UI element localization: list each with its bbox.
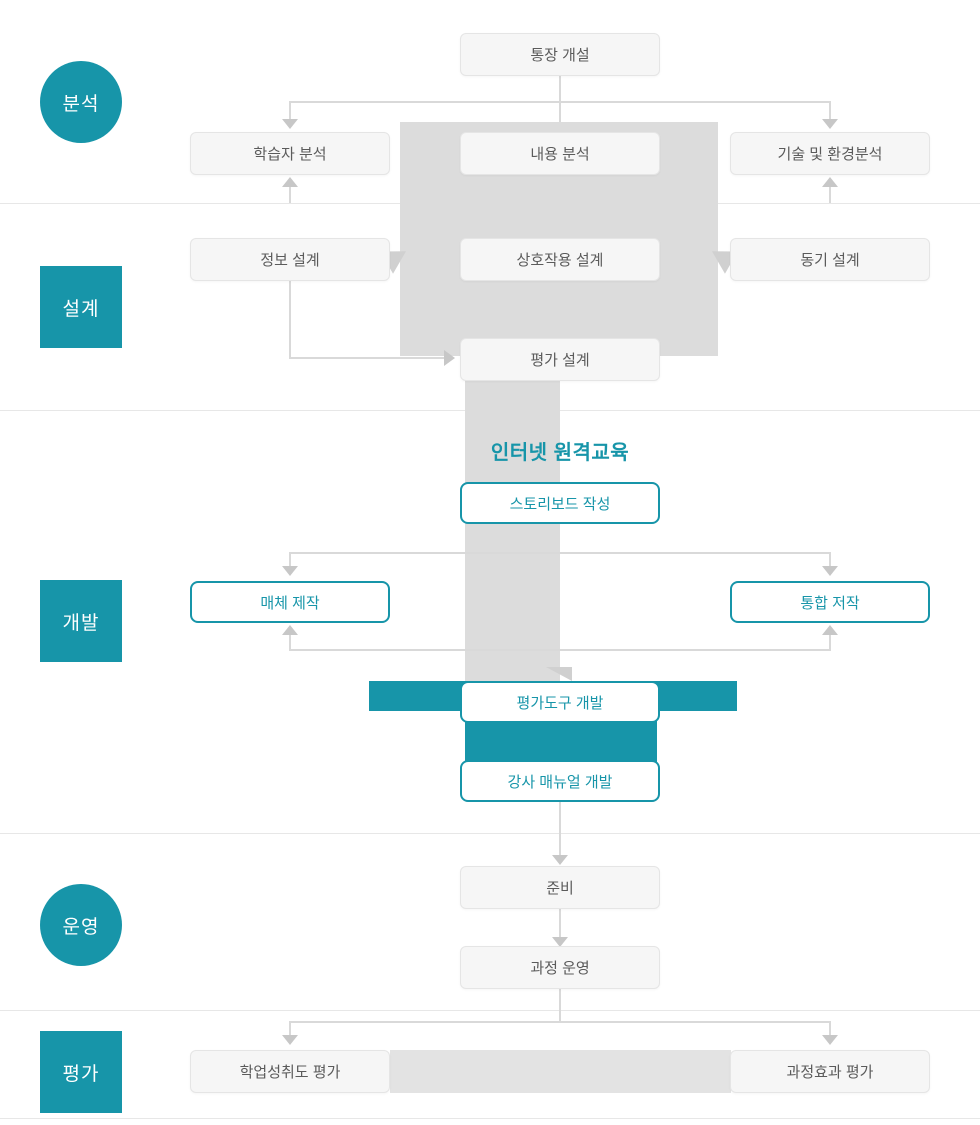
stage-development-badge: 개발 — [40, 580, 122, 662]
node-storyboard-write: 스토리보드 작성 — [460, 482, 660, 524]
connector-line — [289, 552, 831, 554]
connector-line — [829, 1021, 831, 1035]
arrow-down-icon — [822, 1035, 838, 1045]
stage-evaluation-badge: 평가 — [40, 1031, 122, 1113]
arrow-down-icon — [282, 566, 298, 576]
connector-line — [829, 187, 831, 203]
node-info-design: 정보 설계 — [190, 238, 390, 281]
node-tech-env-analysis: 기술 및 환경분석 — [730, 132, 930, 175]
connector-line — [289, 101, 831, 103]
stage-design-badge: 설계 — [40, 266, 122, 348]
node-learner-analysis: 학습자 분석 — [190, 132, 390, 175]
internet-remote-edu-label: 인터넷 원격교육 — [490, 442, 630, 464]
connector-line — [289, 635, 291, 651]
connector-line — [289, 649, 831, 651]
connector-line — [559, 75, 561, 122]
section-divider — [0, 1118, 980, 1119]
arrow-up-icon — [822, 625, 838, 635]
stage-operation-badge: 운영 — [40, 884, 122, 966]
node-course-effect-eval: 과정효과 평가 — [730, 1050, 930, 1093]
arrow-up-icon — [822, 177, 838, 187]
arrow-right-icon — [444, 350, 455, 366]
arrow-down-icon — [282, 1035, 298, 1045]
arrow-up-icon — [282, 625, 298, 635]
node-achievement-eval: 학업성취도 평가 — [190, 1050, 390, 1093]
arrow-down-icon — [552, 855, 568, 865]
node-evaluation-design: 평가 설계 — [460, 338, 660, 381]
connector-line — [829, 635, 831, 651]
arrow-down-icon — [282, 119, 298, 129]
connector-line — [289, 187, 291, 203]
section-divider — [0, 1010, 980, 1011]
stage-analysis-badge: 분석 — [40, 61, 122, 143]
eval-gray-band — [390, 1050, 731, 1093]
node-course-open: 통장 개설 — [460, 33, 660, 76]
band-tip-arrow-icon — [546, 667, 572, 681]
connector-line — [289, 281, 291, 359]
connector-line — [289, 1021, 291, 1035]
connector-line — [289, 552, 291, 566]
connector-line — [829, 552, 831, 566]
node-interaction-design: 상호작용 설계 — [460, 238, 660, 281]
arrow-down-icon — [822, 566, 838, 576]
node-integrated-authoring: 통합 저작 — [730, 581, 930, 623]
node-instructor-manual-dev: 강사 매뉴얼 개발 — [460, 760, 660, 802]
connector-line — [289, 357, 444, 359]
connector-line — [829, 101, 831, 119]
arrow-up-icon — [282, 177, 298, 187]
connector-line — [559, 909, 561, 937]
node-media-production: 매체 제작 — [190, 581, 390, 623]
dev-teal-connector — [465, 720, 657, 762]
arrow-down-icon — [552, 937, 568, 947]
connector-line — [289, 1021, 831, 1023]
section-divider — [0, 833, 980, 834]
connector-line — [559, 802, 561, 855]
node-eval-tool-dev: 평가도구 개발 — [460, 681, 660, 723]
node-preparation: 준비 — [460, 866, 660, 909]
connector-line — [559, 989, 561, 1021]
node-course-operation: 과정 운영 — [460, 946, 660, 989]
node-content-analysis: 내용 분석 — [460, 132, 660, 175]
connector-line — [289, 101, 291, 119]
arrow-down-icon — [822, 119, 838, 129]
node-motivation-design: 동기 설계 — [730, 238, 930, 281]
